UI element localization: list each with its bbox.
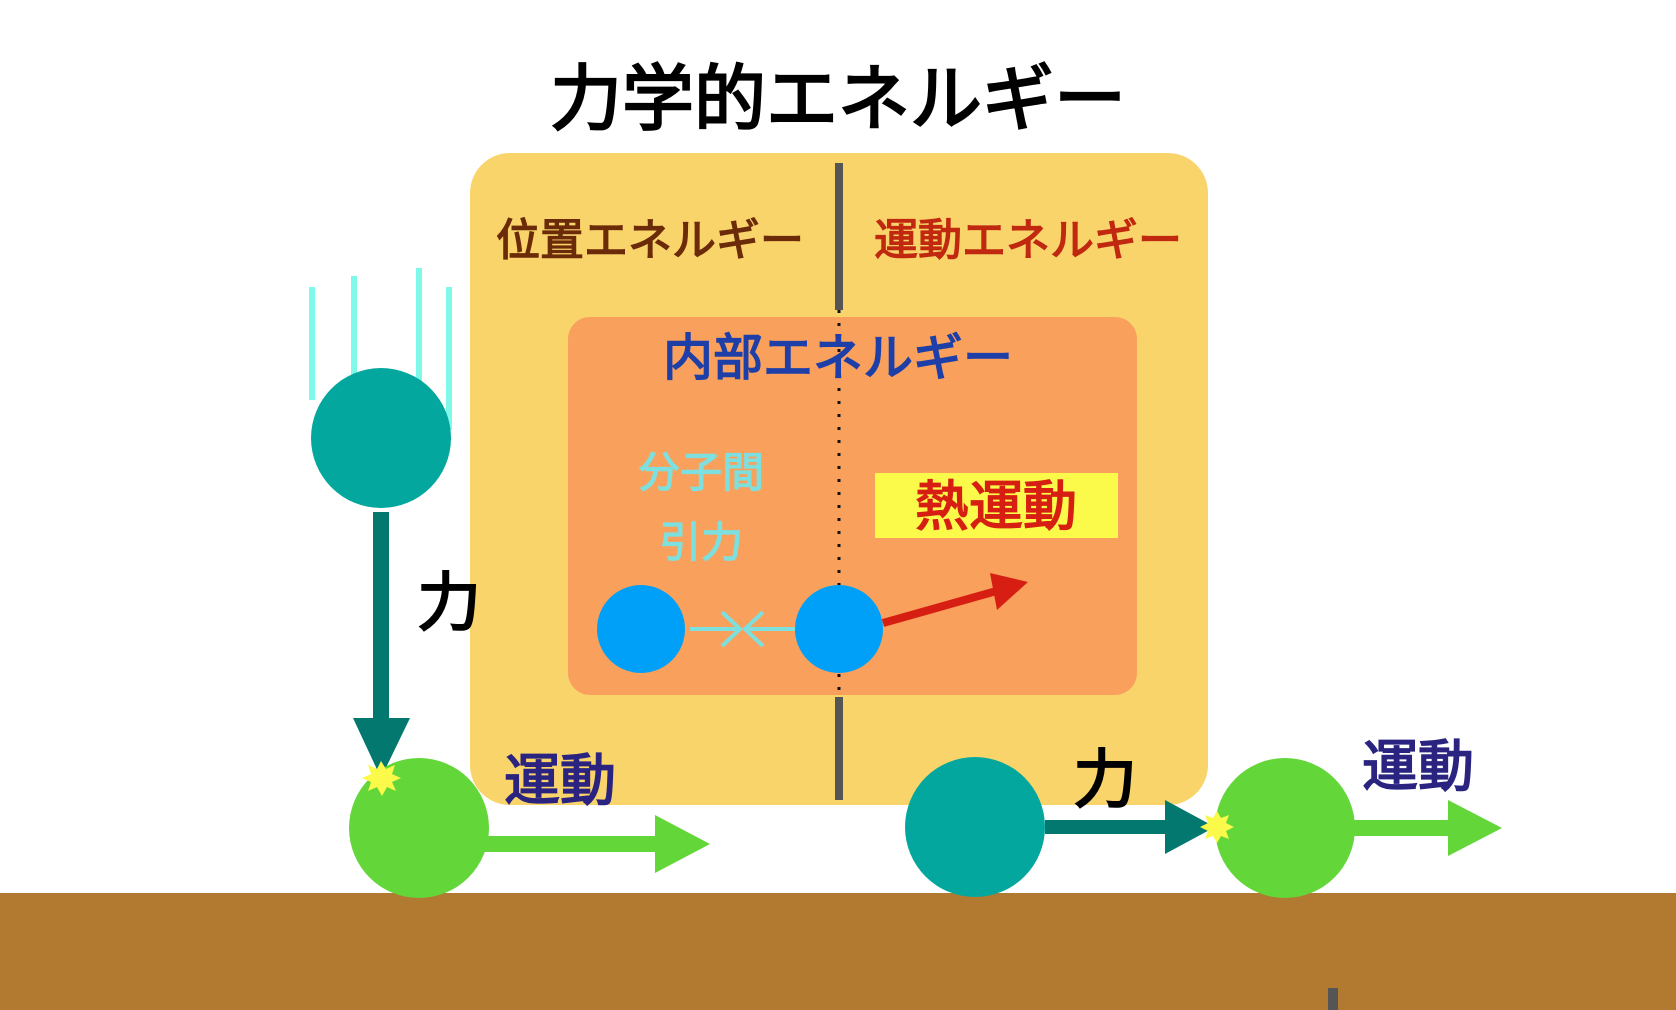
internal-energy-box <box>568 317 1137 695</box>
kinetic-energy-label: 運動エネルギー <box>874 215 1182 266</box>
internal-energy-label: 内部エネルギー <box>663 329 1013 387</box>
left-green-ball <box>349 758 489 898</box>
ground <box>0 893 1676 1010</box>
thermal-motion-arrow <box>881 573 1028 627</box>
molecule-right <box>795 585 883 673</box>
right-green-ball <box>1215 758 1355 898</box>
title: 力学的エネルギー <box>550 57 1126 141</box>
impact-spark-left <box>362 761 401 796</box>
motion-label-right: 運動 <box>1362 735 1474 800</box>
thermal-motion-label-bg <box>875 473 1118 538</box>
downward-force-arrow <box>353 512 410 778</box>
force-label-right: 力 <box>1073 744 1137 818</box>
intermolecular-label: 分子間 <box>638 448 764 497</box>
left-motion-arrow <box>470 815 710 873</box>
force-label-left: 力 <box>417 567 481 641</box>
thermal-motion-label: 熱運動 <box>915 475 1077 538</box>
right-motion-arrow <box>1350 800 1502 856</box>
impact-spark-right <box>1200 811 1234 843</box>
attraction-arrows <box>690 610 795 648</box>
falling-ball <box>311 368 451 508</box>
fall-motion-lines <box>309 268 452 430</box>
motion-label-left: 運動 <box>504 749 616 814</box>
ground-post <box>1328 988 1338 1010</box>
potential-energy-label: 位置エネルギー <box>496 215 804 266</box>
right-teal-ball <box>905 757 1045 897</box>
molecule-left <box>597 585 685 673</box>
horizontal-force-arrow <box>1045 800 1215 854</box>
attraction-label: 引力 <box>659 518 743 567</box>
